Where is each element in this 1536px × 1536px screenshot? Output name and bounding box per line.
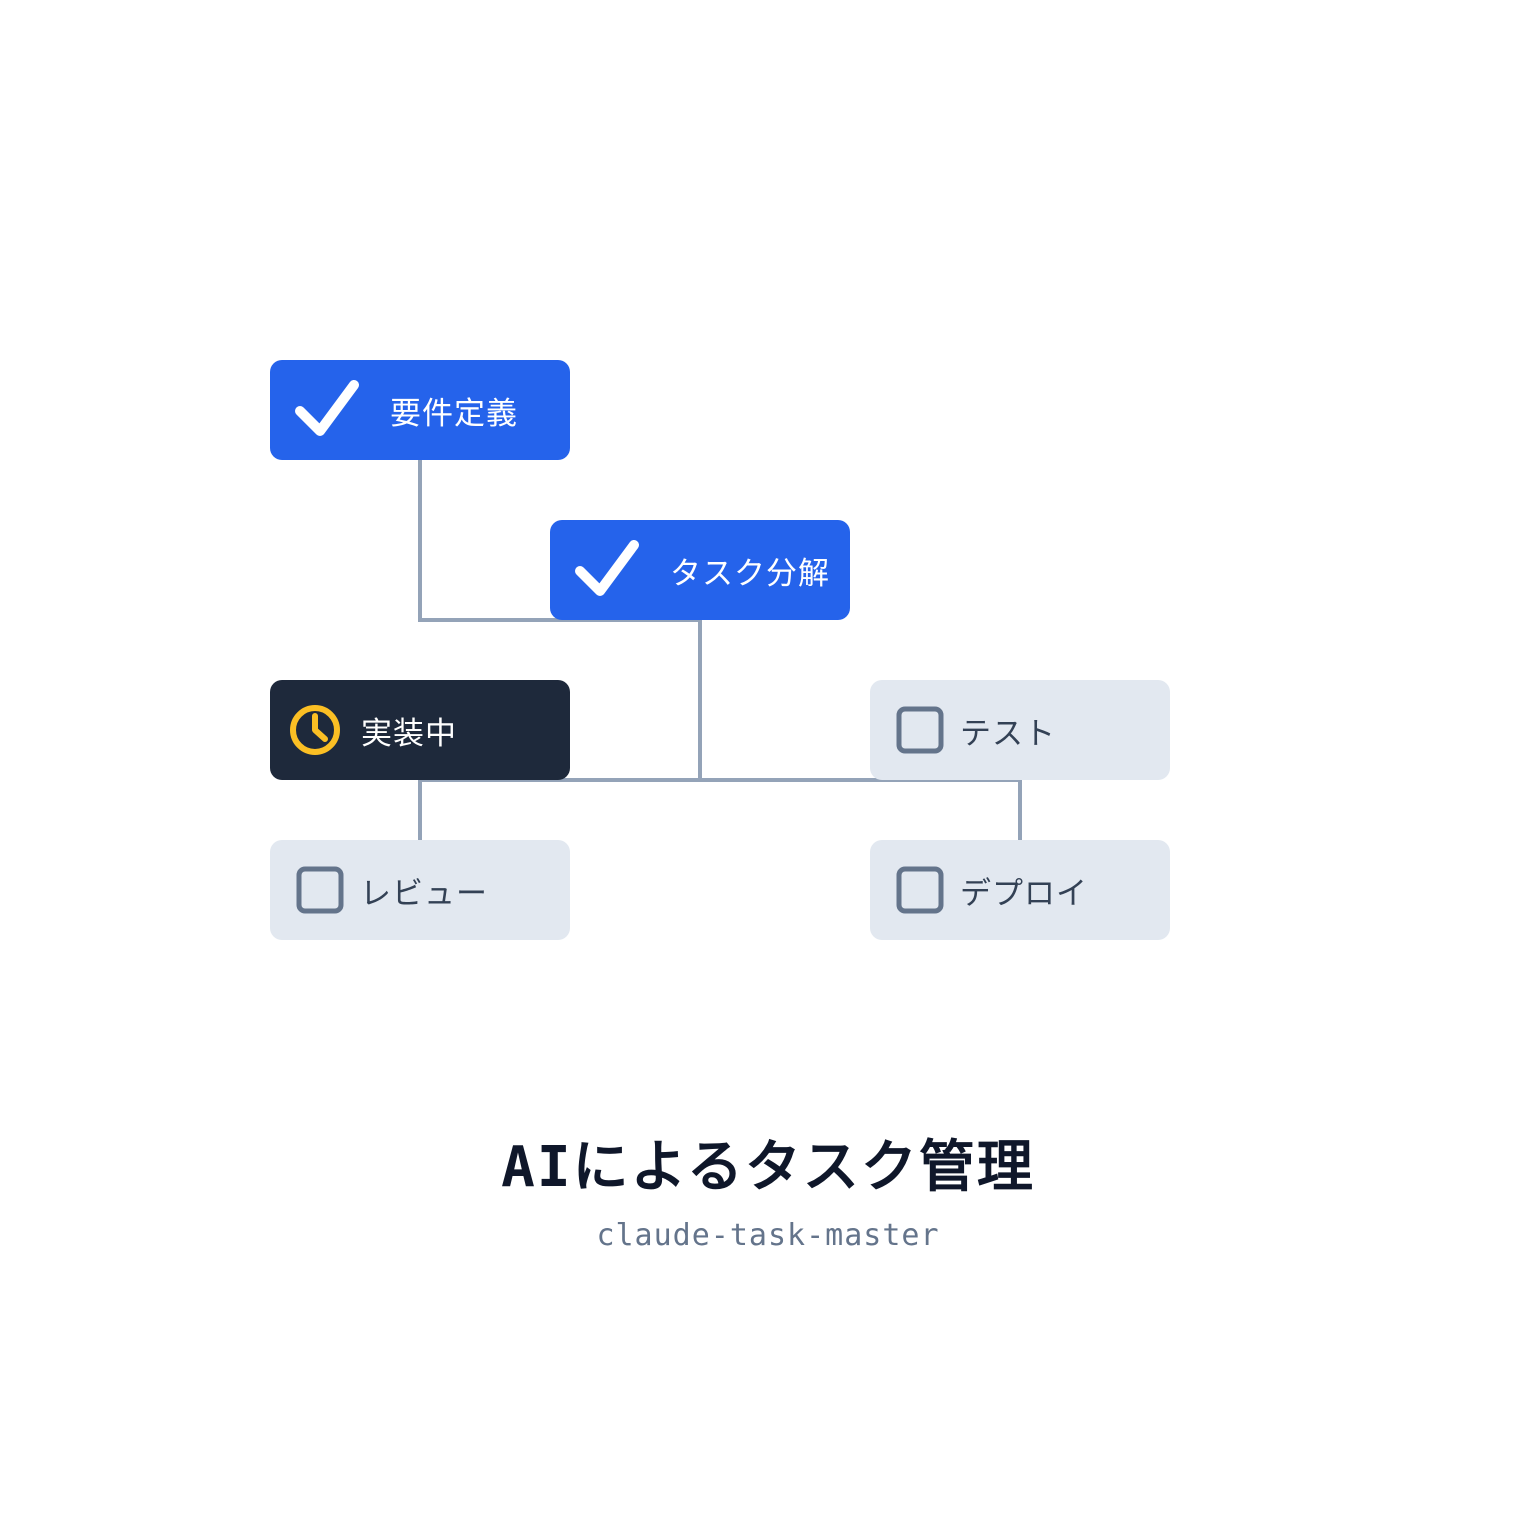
check-icon	[292, 375, 362, 445]
clock-icon	[288, 703, 342, 757]
task-node-review[interactable]: レビュー	[270, 840, 570, 940]
page-subtitle: claude-task-master	[596, 1218, 940, 1253]
task-label-decomposition: タスク分解	[670, 555, 830, 592]
task-label-test: テスト	[960, 715, 1056, 752]
task-label-requirements: 要件定義	[390, 395, 518, 432]
check-icon	[572, 535, 642, 605]
task-node-decomposition[interactable]: タスク分解	[550, 520, 850, 620]
task-label-implementation: 実装中	[361, 715, 457, 752]
task-node-implementation[interactable]: 実装中	[270, 680, 570, 780]
checkbox-icon	[896, 866, 944, 914]
task-label-review: レビュー	[360, 875, 488, 912]
task-node-deploy[interactable]: デプロイ	[870, 840, 1170, 940]
checkbox-icon	[296, 866, 344, 914]
checkbox-icon	[896, 706, 944, 754]
task-label-deploy: デプロイ	[960, 875, 1088, 912]
connector-requirements-to-decomposition	[418, 460, 700, 622]
task-node-requirements[interactable]: 要件定義	[270, 360, 570, 460]
task-node-test[interactable]: テスト	[870, 680, 1170, 780]
page-title: AIによるタスク管理	[501, 1135, 1035, 1200]
